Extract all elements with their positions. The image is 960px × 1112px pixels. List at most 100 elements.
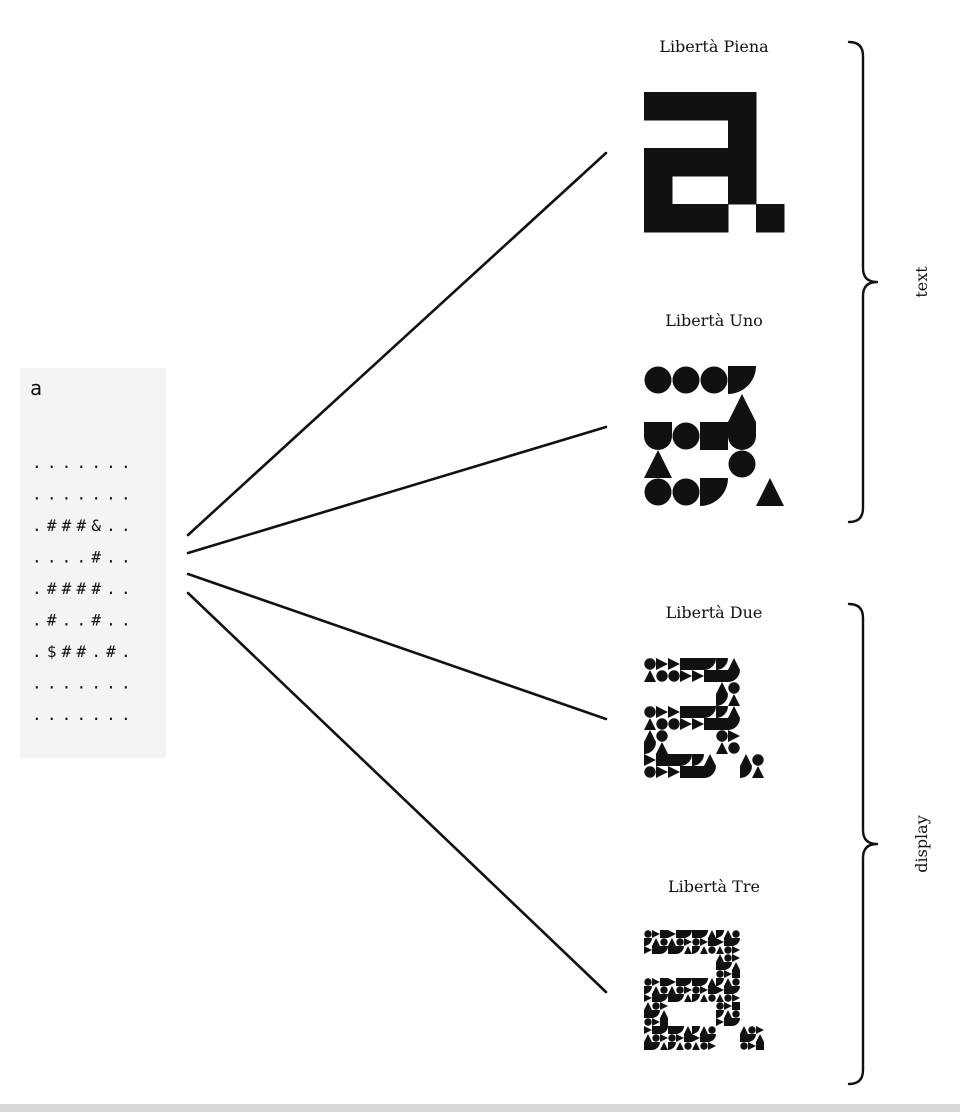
glyph-module bbox=[668, 994, 676, 1002]
glyph-module bbox=[692, 986, 700, 994]
glyph-module bbox=[716, 938, 724, 946]
glyph-module bbox=[716, 1018, 724, 1026]
glyph-module bbox=[724, 938, 732, 946]
glyph-module bbox=[652, 1018, 660, 1026]
glyph-module bbox=[668, 946, 676, 954]
glyph-cell bbox=[700, 204, 729, 233]
glyph-cell bbox=[644, 92, 673, 121]
glyph-module bbox=[692, 754, 704, 766]
glyph-module bbox=[644, 1018, 652, 1026]
glyph-module bbox=[700, 938, 708, 946]
glyph-module bbox=[716, 954, 724, 962]
glyph-module bbox=[680, 658, 692, 670]
glyph-module bbox=[656, 754, 668, 766]
glyph-module bbox=[724, 970, 732, 978]
glyph-module bbox=[728, 718, 740, 730]
ascii-grid-row: ....#.. bbox=[32, 548, 136, 567]
glyph-module bbox=[656, 670, 668, 682]
glyph-module bbox=[676, 930, 684, 938]
glyph-module bbox=[708, 946, 716, 954]
glyph-module bbox=[728, 366, 756, 394]
glyph-module bbox=[680, 754, 692, 766]
glyph-cell bbox=[728, 148, 757, 177]
glyph-cell bbox=[644, 176, 673, 205]
glyph-module bbox=[732, 1002, 740, 1010]
glyph-module bbox=[644, 1042, 652, 1050]
glyph-module bbox=[652, 1002, 660, 1010]
glyph-module bbox=[732, 986, 740, 994]
glyph-module bbox=[676, 986, 684, 994]
ascii-grid-row: .#..#.. bbox=[32, 611, 136, 630]
glyph-module bbox=[660, 994, 668, 1002]
glyph-module bbox=[644, 754, 656, 766]
glyph-module bbox=[716, 986, 724, 994]
glyph-module bbox=[676, 1034, 684, 1042]
glyph-cell bbox=[644, 148, 673, 177]
glyph-module bbox=[644, 658, 656, 670]
glyph-module bbox=[708, 994, 716, 1002]
glyph-module bbox=[728, 694, 740, 706]
glyph-module bbox=[692, 946, 700, 954]
glyph-module bbox=[644, 478, 672, 506]
glyph-module bbox=[684, 938, 692, 946]
glyph-module bbox=[716, 946, 724, 954]
glyph-module bbox=[644, 742, 656, 754]
glyph-module bbox=[716, 994, 724, 1002]
glyph-module bbox=[684, 994, 692, 1002]
glyph-module bbox=[748, 1042, 756, 1050]
glyph-module bbox=[660, 978, 668, 986]
glyph-module bbox=[656, 706, 668, 718]
glyph-module bbox=[684, 946, 692, 954]
glyph-module bbox=[708, 1042, 716, 1050]
group-label-text: text bbox=[912, 266, 931, 298]
glyph-module bbox=[644, 1026, 652, 1034]
glyph-module bbox=[732, 962, 740, 970]
glyph-module bbox=[684, 1034, 692, 1042]
ascii-grid-row: ....... bbox=[32, 705, 136, 724]
glyph-module bbox=[676, 1042, 684, 1050]
glyph-tre bbox=[644, 930, 764, 1050]
glyph-module bbox=[724, 1002, 732, 1010]
glyph-module bbox=[716, 930, 724, 938]
ascii-grid-row: .###&.. bbox=[32, 516, 136, 535]
glyph-module bbox=[668, 706, 680, 718]
glyph-module bbox=[732, 994, 740, 1002]
glyph-module bbox=[684, 1042, 692, 1050]
glyph-module bbox=[716, 670, 728, 682]
glyph-module bbox=[684, 1026, 692, 1034]
glyph-module bbox=[716, 658, 728, 670]
glyph-module bbox=[660, 986, 668, 994]
glyph-module bbox=[756, 1042, 764, 1050]
glyph-module bbox=[692, 766, 704, 778]
glyph-module bbox=[748, 1034, 756, 1042]
glyph-module bbox=[700, 1042, 708, 1050]
glyph-module bbox=[692, 938, 700, 946]
glyph-module bbox=[660, 938, 668, 946]
glyph-module bbox=[644, 994, 652, 1002]
glyph-module bbox=[652, 1042, 660, 1050]
glyph-module bbox=[660, 1002, 668, 1010]
glyph-module bbox=[724, 930, 732, 938]
glyph-module bbox=[668, 766, 680, 778]
glyph-module bbox=[740, 1034, 748, 1042]
glyph-module bbox=[728, 730, 740, 742]
glyph-module bbox=[752, 754, 764, 766]
glyph-module bbox=[672, 478, 700, 506]
glyph-cell bbox=[728, 92, 757, 121]
glyph-module bbox=[692, 658, 704, 670]
glyph-module bbox=[692, 1026, 700, 1034]
glyph-module bbox=[728, 422, 756, 450]
glyph-module bbox=[644, 938, 652, 946]
connector-line bbox=[186, 151, 608, 537]
glyph-module bbox=[644, 766, 656, 778]
glyph-module bbox=[724, 1018, 732, 1026]
glyph-module bbox=[644, 1002, 652, 1010]
glyph-module bbox=[676, 946, 684, 954]
glyph-module bbox=[692, 978, 700, 986]
glyph-module bbox=[728, 394, 756, 422]
glyph-module bbox=[652, 986, 660, 994]
variant-title: Libertà Piena bbox=[659, 37, 769, 56]
ascii-grid-row: ....... bbox=[32, 485, 136, 504]
glyph-module bbox=[660, 1018, 668, 1026]
glyph-cell bbox=[728, 120, 757, 149]
